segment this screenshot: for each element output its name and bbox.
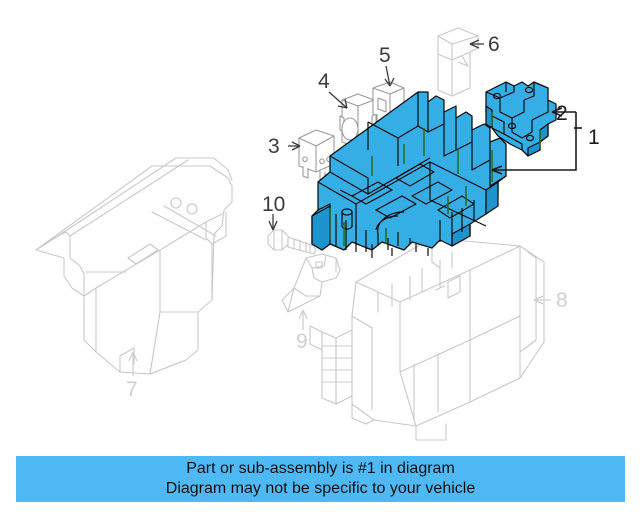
callout-10-number: 10 [262, 193, 285, 216]
callout-6[interactable]: 6 [469, 33, 500, 56]
part-8-fuse-box-lower-tray[interactable] [309, 237, 545, 441]
callout-3[interactable]: 3 [268, 135, 301, 158]
part-7-fuse-box-cover[interactable] [35, 157, 233, 375]
callout-7-number: 7 [126, 378, 138, 401]
callout-7[interactable]: 7 [126, 351, 138, 401]
callout-1-number: 1 [588, 126, 600, 149]
part-10-mounting-bolt[interactable] [267, 229, 317, 255]
callout-5[interactable]: 5 [379, 44, 395, 87]
callout-6-number: 6 [488, 33, 500, 56]
callout-9[interactable]: 9 [296, 309, 308, 353]
banner-line-1: Part or sub-assembly is #1 in diagram [186, 460, 455, 477]
part-2-mounting-bracket[interactable] [485, 81, 557, 157]
callout-2[interactable]: 2 [551, 102, 576, 125]
info-banner: Part or sub-assembly is #1 in diagram Di… [16, 456, 625, 502]
callout-5-number: 5 [379, 44, 391, 67]
callout-8[interactable]: 8 [533, 289, 568, 312]
callout-1[interactable]: 1 [491, 112, 600, 175]
banner-line-2: Diagram may not be specific to your vehi… [165, 480, 476, 497]
callout-8-number: 8 [556, 289, 568, 312]
callout-2-number: 2 [556, 102, 568, 125]
part-9-retaining-clip-bracket[interactable] [281, 253, 341, 313]
callout-4[interactable]: 4 [318, 70, 348, 109]
callout-10[interactable]: 10 [262, 193, 285, 231]
callout-9-number: 9 [296, 330, 308, 353]
part-6-cartridge-fuse[interactable] [437, 27, 479, 97]
part-3-relay-small[interactable] [298, 129, 335, 183]
callout-4-number: 4 [318, 70, 330, 93]
callout-3-number: 3 [268, 135, 280, 158]
part-1-fuse-box-assembly[interactable] [311, 91, 507, 258]
